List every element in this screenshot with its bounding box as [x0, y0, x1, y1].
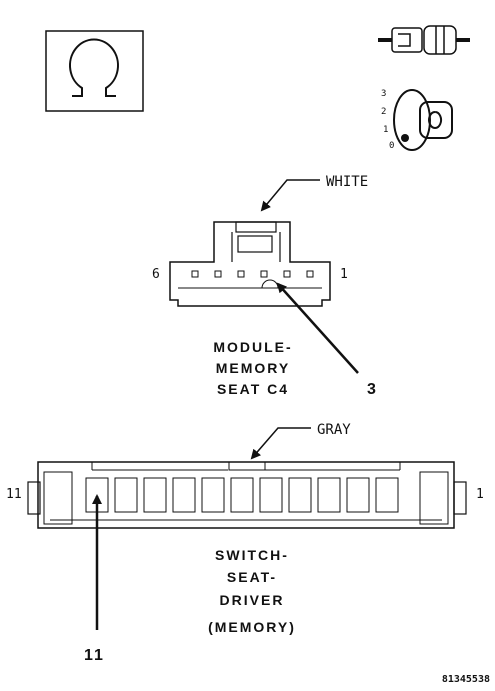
ignition-position-0: 0 [389, 141, 394, 151]
figure-id: 81345538 [442, 674, 490, 685]
c4-pin-right-number: 1 [340, 267, 348, 282]
svg-text:SEAT C4: SEAT C4 [217, 381, 289, 397]
switch-pin-callout: 11 [84, 494, 105, 664]
c4-callout-pin-number: 3 [367, 381, 378, 398]
c4-connector-name: MODULE- MEMORY SEAT C4 [213, 339, 292, 397]
svg-text:MODULE-: MODULE- [213, 339, 292, 355]
svg-text:SWITCH-: SWITCH- [215, 547, 289, 563]
switch-connector-name: SWITCH- SEAT- DRIVER (MEMORY) [208, 547, 296, 635]
c4-pin-cavities [191, 270, 314, 278]
svg-text:MEMORY: MEMORY [216, 360, 290, 376]
switch-pin-left-number: 11 [6, 487, 22, 502]
connector-terminal-icon [378, 25, 470, 55]
ignition-switch-icon: 3 2 1 0 [381, 89, 453, 151]
connector-switch: 11 1 [6, 461, 484, 529]
ignition-position-3: 3 [381, 89, 386, 99]
c4-pin-callout: 3 [276, 282, 378, 398]
c4-color-callout: WHITE [260, 174, 368, 212]
switch-color-callout: GRAY [250, 422, 351, 460]
switch-callout-pin-number: 11 [84, 647, 105, 664]
connector-face-symbol [45, 30, 144, 112]
c4-pin-left-number: 6 [152, 267, 160, 282]
svg-text:SEAT-: SEAT- [227, 569, 277, 585]
ignition-position-2: 2 [381, 107, 386, 117]
switch-pin-cavities [85, 477, 399, 513]
connector-c4: 6 1 [152, 221, 348, 307]
c4-color-label: WHITE [326, 174, 368, 190]
ignition-position-1: 1 [383, 125, 388, 135]
switch-pin-right-number: 1 [476, 487, 484, 502]
switch-color-label: GRAY [317, 422, 351, 438]
svg-text:DRIVER: DRIVER [220, 592, 285, 608]
svg-text:(MEMORY): (MEMORY) [208, 619, 296, 635]
